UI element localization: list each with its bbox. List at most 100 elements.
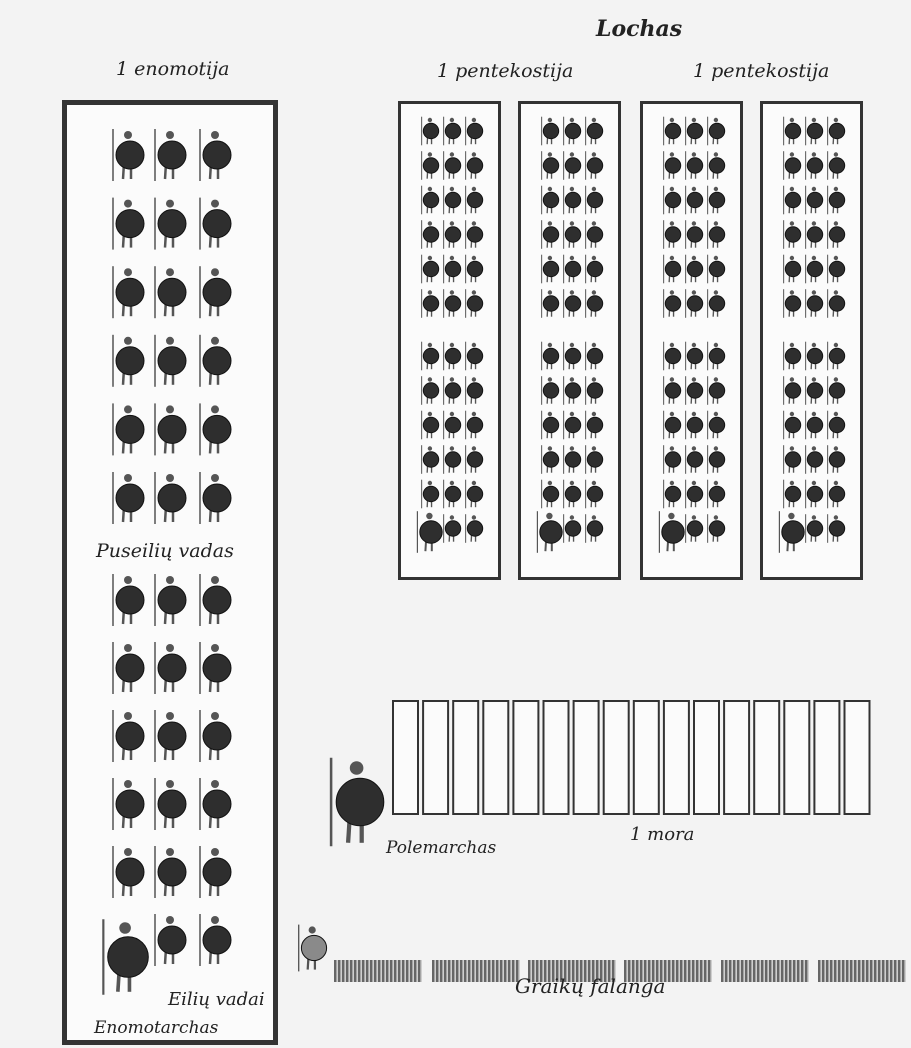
hoplite-soldier-icon bbox=[542, 289, 559, 318]
hoplite-soldier-icon bbox=[784, 445, 801, 474]
hoplite-soldier-icon bbox=[422, 480, 439, 509]
hoplite-soldier-icon bbox=[155, 642, 186, 694]
hoplite-soldier-icon bbox=[444, 445, 461, 474]
hoplite-soldier-icon bbox=[828, 411, 845, 440]
hoplite-soldier-icon bbox=[828, 480, 845, 509]
hoplite-soldier-icon bbox=[828, 514, 845, 543]
hoplite-soldier-icon bbox=[155, 710, 186, 762]
hoplite-soldier-icon bbox=[586, 376, 603, 405]
hoplite-soldier-icon bbox=[200, 266, 231, 318]
hoplite-soldier-icon bbox=[155, 266, 186, 318]
hoplite-soldier-icon bbox=[686, 289, 703, 318]
hoplite-soldier-icon bbox=[200, 403, 231, 455]
hoplite-soldier-icon bbox=[564, 255, 581, 284]
hoplite-soldier-icon bbox=[444, 342, 461, 371]
hoplite-soldier-icon bbox=[828, 289, 845, 318]
mora-unit-bar bbox=[453, 701, 478, 814]
commander-icon bbox=[331, 758, 384, 846]
hoplite-soldier-icon bbox=[806, 117, 823, 146]
hoplite-soldier-icon bbox=[686, 117, 703, 146]
hoplite-soldier-icon bbox=[708, 186, 725, 215]
hoplite-soldier-icon bbox=[466, 117, 483, 146]
hoplite-soldier-icon bbox=[542, 220, 559, 249]
hoplite-soldier-icon bbox=[422, 342, 439, 371]
hoplite-soldier-icon bbox=[564, 289, 581, 318]
hoplite-soldier-icon bbox=[422, 376, 439, 405]
commander-icon bbox=[103, 919, 148, 994]
commander-icon bbox=[537, 511, 562, 553]
hoplite-soldier-icon bbox=[113, 266, 144, 318]
falanga-label: Graikų falanga bbox=[515, 974, 665, 998]
hoplite-soldier-icon bbox=[708, 342, 725, 371]
hoplite-soldier-icon bbox=[784, 117, 801, 146]
hoplite-soldier-icon bbox=[113, 778, 144, 830]
puseiliu-vadas-label: Puseilių vadas bbox=[96, 540, 234, 562]
hoplite-soldier-icon bbox=[806, 342, 823, 371]
mora-unit-bar bbox=[845, 701, 870, 814]
falanga-block bbox=[721, 960, 809, 982]
hoplite-soldier-icon bbox=[422, 186, 439, 215]
hoplite-soldier-icon bbox=[664, 445, 681, 474]
hoplite-soldier-icon bbox=[784, 480, 801, 509]
hoplite-soldier-icon bbox=[686, 445, 703, 474]
hoplite-soldier-icon bbox=[564, 117, 581, 146]
hoplite-soldier-icon bbox=[686, 220, 703, 249]
hoplite-soldier-icon bbox=[686, 255, 703, 284]
mora-unit-bar bbox=[513, 701, 538, 814]
hoplite-soldier-icon bbox=[586, 117, 603, 146]
hoplite-soldier-icon bbox=[444, 151, 461, 180]
hoplite-soldier-icon bbox=[586, 411, 603, 440]
eiliu-vadai-label: Eilių vadai bbox=[168, 989, 265, 1010]
hoplite-soldier-icon bbox=[664, 342, 681, 371]
hoplite-soldier-icon bbox=[784, 255, 801, 284]
hoplite-soldier-icon bbox=[200, 846, 231, 898]
hoplite-soldier-icon bbox=[686, 411, 703, 440]
hoplite-soldier-icon bbox=[444, 480, 461, 509]
hoplite-soldier-icon bbox=[828, 255, 845, 284]
hoplite-soldier-icon bbox=[828, 151, 845, 180]
mora-unit-bar bbox=[784, 701, 809, 814]
hoplite-soldier-icon bbox=[564, 342, 581, 371]
hoplite-soldier-icon bbox=[664, 151, 681, 180]
falanga-block bbox=[818, 960, 906, 982]
hoplite-soldier-icon bbox=[155, 472, 186, 524]
hoplite-soldier-icon bbox=[708, 220, 725, 249]
hoplite-soldier-icon bbox=[466, 255, 483, 284]
hoplite-soldier-icon bbox=[542, 445, 559, 474]
hoplite-soldier-icon bbox=[664, 117, 681, 146]
mora-unit-bar bbox=[724, 701, 749, 814]
hoplite-soldier-icon bbox=[113, 472, 144, 524]
mora-unit-bar bbox=[423, 701, 448, 814]
hoplite-soldier-icon bbox=[444, 186, 461, 215]
mora-unit-bar bbox=[634, 701, 659, 814]
hoplite-soldier-icon bbox=[564, 376, 581, 405]
hoplite-soldier-icon bbox=[664, 376, 681, 405]
hoplite-soldier-icon bbox=[564, 220, 581, 249]
hoplite-soldier-icon bbox=[586, 480, 603, 509]
hoplite-soldier-icon bbox=[806, 376, 823, 405]
mora-label: 1 mora bbox=[630, 824, 694, 845]
hoplite-soldier-icon bbox=[422, 151, 439, 180]
hoplite-soldier-icon bbox=[444, 376, 461, 405]
hoplite-soldier-icon bbox=[444, 255, 461, 284]
hoplite-soldier-icon bbox=[586, 220, 603, 249]
hoplite-soldier-icon bbox=[542, 480, 559, 509]
hoplite-soldier-icon bbox=[200, 642, 231, 694]
hoplite-soldier-icon bbox=[686, 514, 703, 543]
hoplite-soldier-icon bbox=[466, 376, 483, 405]
hoplite-soldier-icon bbox=[806, 445, 823, 474]
hoplite-soldier-icon bbox=[466, 289, 483, 318]
hoplite-soldier-icon bbox=[828, 186, 845, 215]
hoplite-soldier-icon bbox=[784, 220, 801, 249]
hoplite-soldier-icon bbox=[113, 335, 144, 387]
hoplite-soldier-icon bbox=[444, 411, 461, 440]
hoplite-soldier-icon bbox=[806, 220, 823, 249]
hoplite-soldier-icon bbox=[200, 710, 231, 762]
hoplite-soldier-icon bbox=[806, 411, 823, 440]
hoplite-soldier-icon bbox=[466, 480, 483, 509]
hoplite-soldier-icon bbox=[113, 710, 144, 762]
hoplite-soldier-icon bbox=[113, 198, 144, 250]
hoplite-soldier-icon bbox=[422, 255, 439, 284]
hoplite-soldier-icon bbox=[828, 342, 845, 371]
